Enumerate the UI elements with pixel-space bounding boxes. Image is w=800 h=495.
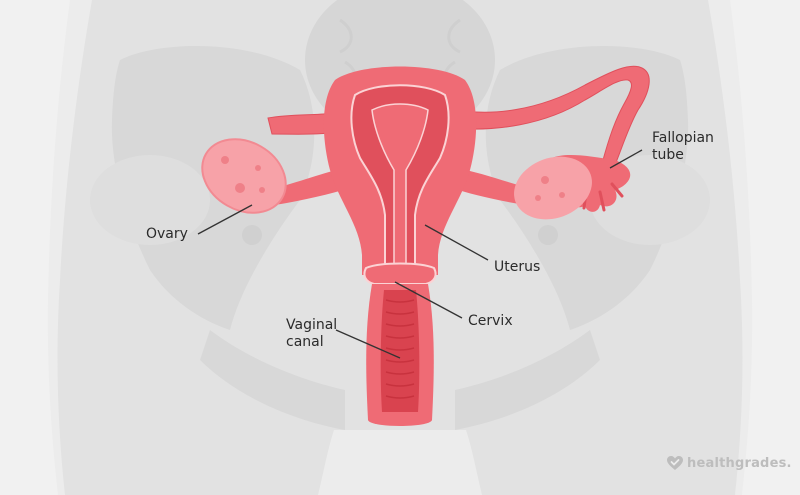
healthgrades-logo: healthgrades. [666, 455, 792, 471]
cervix-label: Cervix [468, 313, 513, 329]
vaginal-rugae [385, 299, 415, 399]
leader-line-vaginal [335, 329, 401, 359]
ovary-label: Ovary [146, 226, 188, 242]
leader-lines [197, 149, 643, 359]
vaginal-canal-label: Vaginal canal [286, 317, 338, 350]
ovary-right [514, 156, 592, 220]
leader-line-fallopian [609, 149, 643, 169]
brand-name: healthgrades. [687, 455, 792, 471]
heart-check-icon [667, 456, 683, 470]
reproductive-organs [201, 65, 650, 426]
ovary-left [201, 138, 287, 214]
leader-line-ovary [197, 204, 253, 235]
uterus-label: Uterus [494, 259, 541, 275]
cervix [363, 262, 437, 285]
fallopian-tube-label: Fallopian tube [652, 130, 714, 163]
leader-line-cervix [394, 281, 463, 319]
leader-line-uterus [424, 224, 489, 261]
